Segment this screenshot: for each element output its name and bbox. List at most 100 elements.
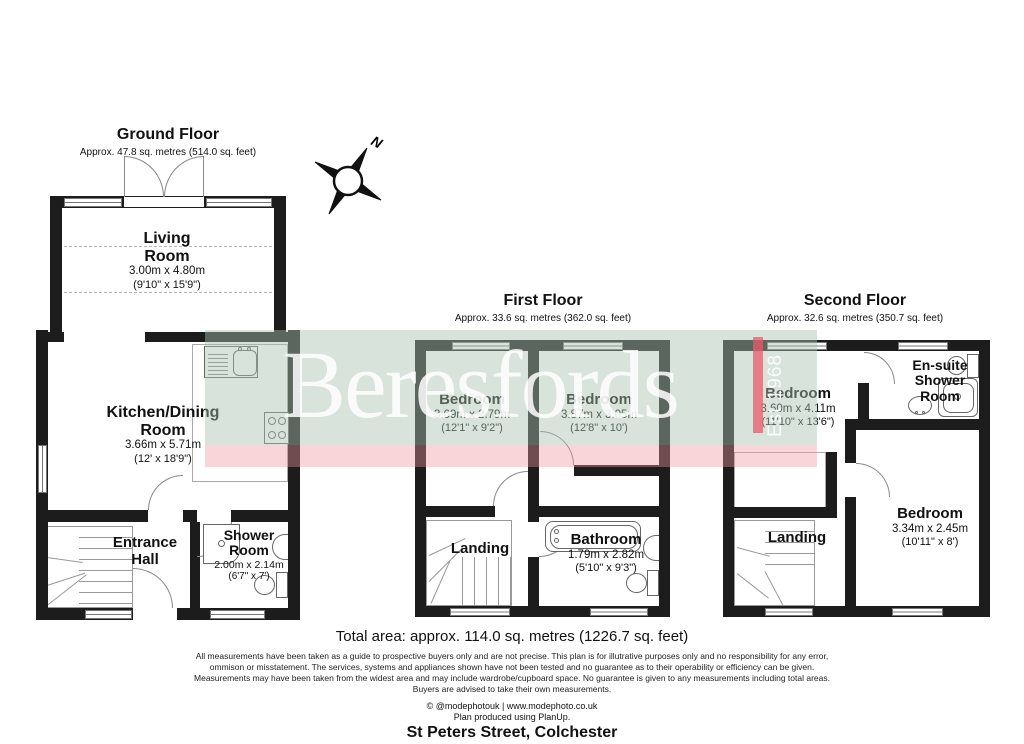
sink-drainer: [208, 351, 228, 375]
toilet-cistern: [647, 570, 659, 596]
second-floor-subtitle: Approx. 32.6 sq. metres (350.7 sq. feet): [766, 313, 944, 324]
door-arc: [148, 475, 183, 510]
staircase: [44, 526, 133, 608]
wall: [845, 430, 856, 463]
room-dims-m: 3.60m x 4.11m: [760, 402, 836, 415]
room-name: Living Room: [143, 230, 191, 265]
room-dims-m: 2.00m x 2.14m: [214, 558, 284, 571]
front-door-arc: [133, 568, 173, 608]
french-door-arc: [124, 156, 164, 197]
address-title: St Peters Street, Colchester: [406, 724, 618, 741]
wall: [723, 340, 734, 617]
room-dims-ft: (12' x 18'9"): [134, 452, 192, 465]
room-dims-m: 3.87m x 3.05m: [560, 408, 638, 421]
wall: [50, 196, 62, 342]
second-floor-title: Second Floor: [803, 292, 907, 309]
room-dims-ft: (12'8" x 10'): [570, 422, 628, 435]
hob-ring: [278, 417, 286, 425]
tap: [915, 411, 918, 414]
room-name: Bedroom: [439, 391, 505, 408]
shower-tray: [938, 378, 978, 417]
wall: [845, 497, 856, 606]
room-dims-m: 3.00m x 4.80m: [128, 265, 206, 278]
wall: [36, 510, 148, 522]
room-label-bathroom: Bathroom 1.79m x 2.82m (5'10" x 9'3"): [541, 531, 671, 575]
disclaimer-line: ommison or misstatement. The services, s…: [209, 662, 815, 672]
tap: [554, 538, 559, 543]
stair-treads: [765, 521, 814, 565]
compass-rose: N: [298, 126, 402, 238]
wall: [145, 332, 288, 342]
window: [452, 342, 510, 350]
door-arc: [540, 431, 574, 465]
stairwell-bulkhead: [734, 452, 826, 508]
shower-drain: [218, 540, 225, 547]
staircase: [734, 520, 815, 606]
hob: [264, 412, 289, 444]
hob-ring: [278, 431, 286, 439]
window: [210, 610, 265, 619]
credit-line: © @modephotouk | www.modephoto.co.uk: [426, 701, 598, 711]
room-dims-ft: (12'1" x 9'2"): [441, 422, 503, 435]
stair-treads: [79, 527, 132, 607]
wall: [183, 510, 197, 522]
tap: [554, 529, 559, 534]
wall: [845, 419, 990, 430]
wall: [539, 506, 659, 517]
compass-icon: N: [314, 133, 386, 215]
first-floor-subtitle: Approx. 33.6 sq. metres (362.0 sq. feet): [454, 313, 632, 324]
window: [206, 198, 272, 207]
wall: [36, 332, 64, 342]
room-name: Kitchen/Dining Room: [106, 404, 220, 439]
divider-dashed-line: [64, 246, 272, 247]
wall: [528, 557, 539, 606]
wall: [274, 196, 286, 342]
wall: [528, 476, 539, 522]
room-label-shower-room: Shower Room 2.00m x 2.14m (6'7" x 7'): [203, 527, 295, 583]
french-door-opening: [124, 197, 204, 207]
room-label-ensuite: En-suite Shower Room: [898, 357, 982, 404]
hob-ring: [268, 431, 276, 439]
produced-line: Plan produced using PlanUp.: [453, 712, 571, 722]
sink-bowl: [233, 350, 257, 376]
tap: [247, 347, 251, 351]
stair-treads: [451, 557, 511, 605]
room-dims-ft: (11'10" x 13'6"): [761, 416, 835, 429]
first-floor-title: First Floor: [503, 292, 583, 309]
room-name: Bedroom: [765, 385, 831, 402]
window: [892, 608, 943, 616]
room-name: Bedroom: [897, 505, 963, 522]
bathtub: [545, 521, 641, 552]
room-dims-m: 3.69m x 2.79m: [433, 408, 511, 421]
disclaimer-line: Measurements may have been taken from th…: [194, 673, 830, 683]
toilet-bowl: [947, 356, 966, 375]
wall: [231, 510, 300, 522]
room-name: Bedroom: [566, 391, 632, 408]
window: [450, 608, 510, 616]
divider-dashed-line: [64, 292, 272, 293]
tap: [238, 347, 242, 351]
room-label-entrance-hall: Entrance Hall: [90, 534, 200, 568]
toilet-bowl: [626, 573, 647, 593]
window: [765, 608, 813, 616]
room-label-bedroom1: Bedroom 3.60m x 4.11m (11'10" x 13'6"): [733, 385, 863, 429]
wall: [528, 351, 539, 476]
room-dims-m: 1.79m x 2.82m: [567, 548, 645, 561]
room-label-bedroom2: Bedroom 3.87m x 3.05m (12'8" x 10'): [534, 391, 664, 435]
stair-winder: [736, 573, 769, 599]
wall: [426, 506, 495, 517]
window: [64, 198, 122, 207]
door-arc: [864, 352, 895, 384]
wall: [190, 522, 200, 620]
wall: [979, 340, 990, 617]
tap: [922, 411, 925, 414]
shower-tray-inner: [943, 383, 974, 413]
room-dims-ft: (6'7" x 7'): [228, 571, 270, 583]
disclaimer-line: Buyers are advised to take their own mea…: [412, 684, 612, 694]
wall: [415, 340, 670, 351]
basin: [908, 396, 932, 415]
room-name: Bathroom: [570, 531, 642, 548]
kitchen-sink: [204, 346, 258, 378]
total-area-text: Total area: approx. 114.0 sq. metres (12…: [335, 628, 689, 645]
